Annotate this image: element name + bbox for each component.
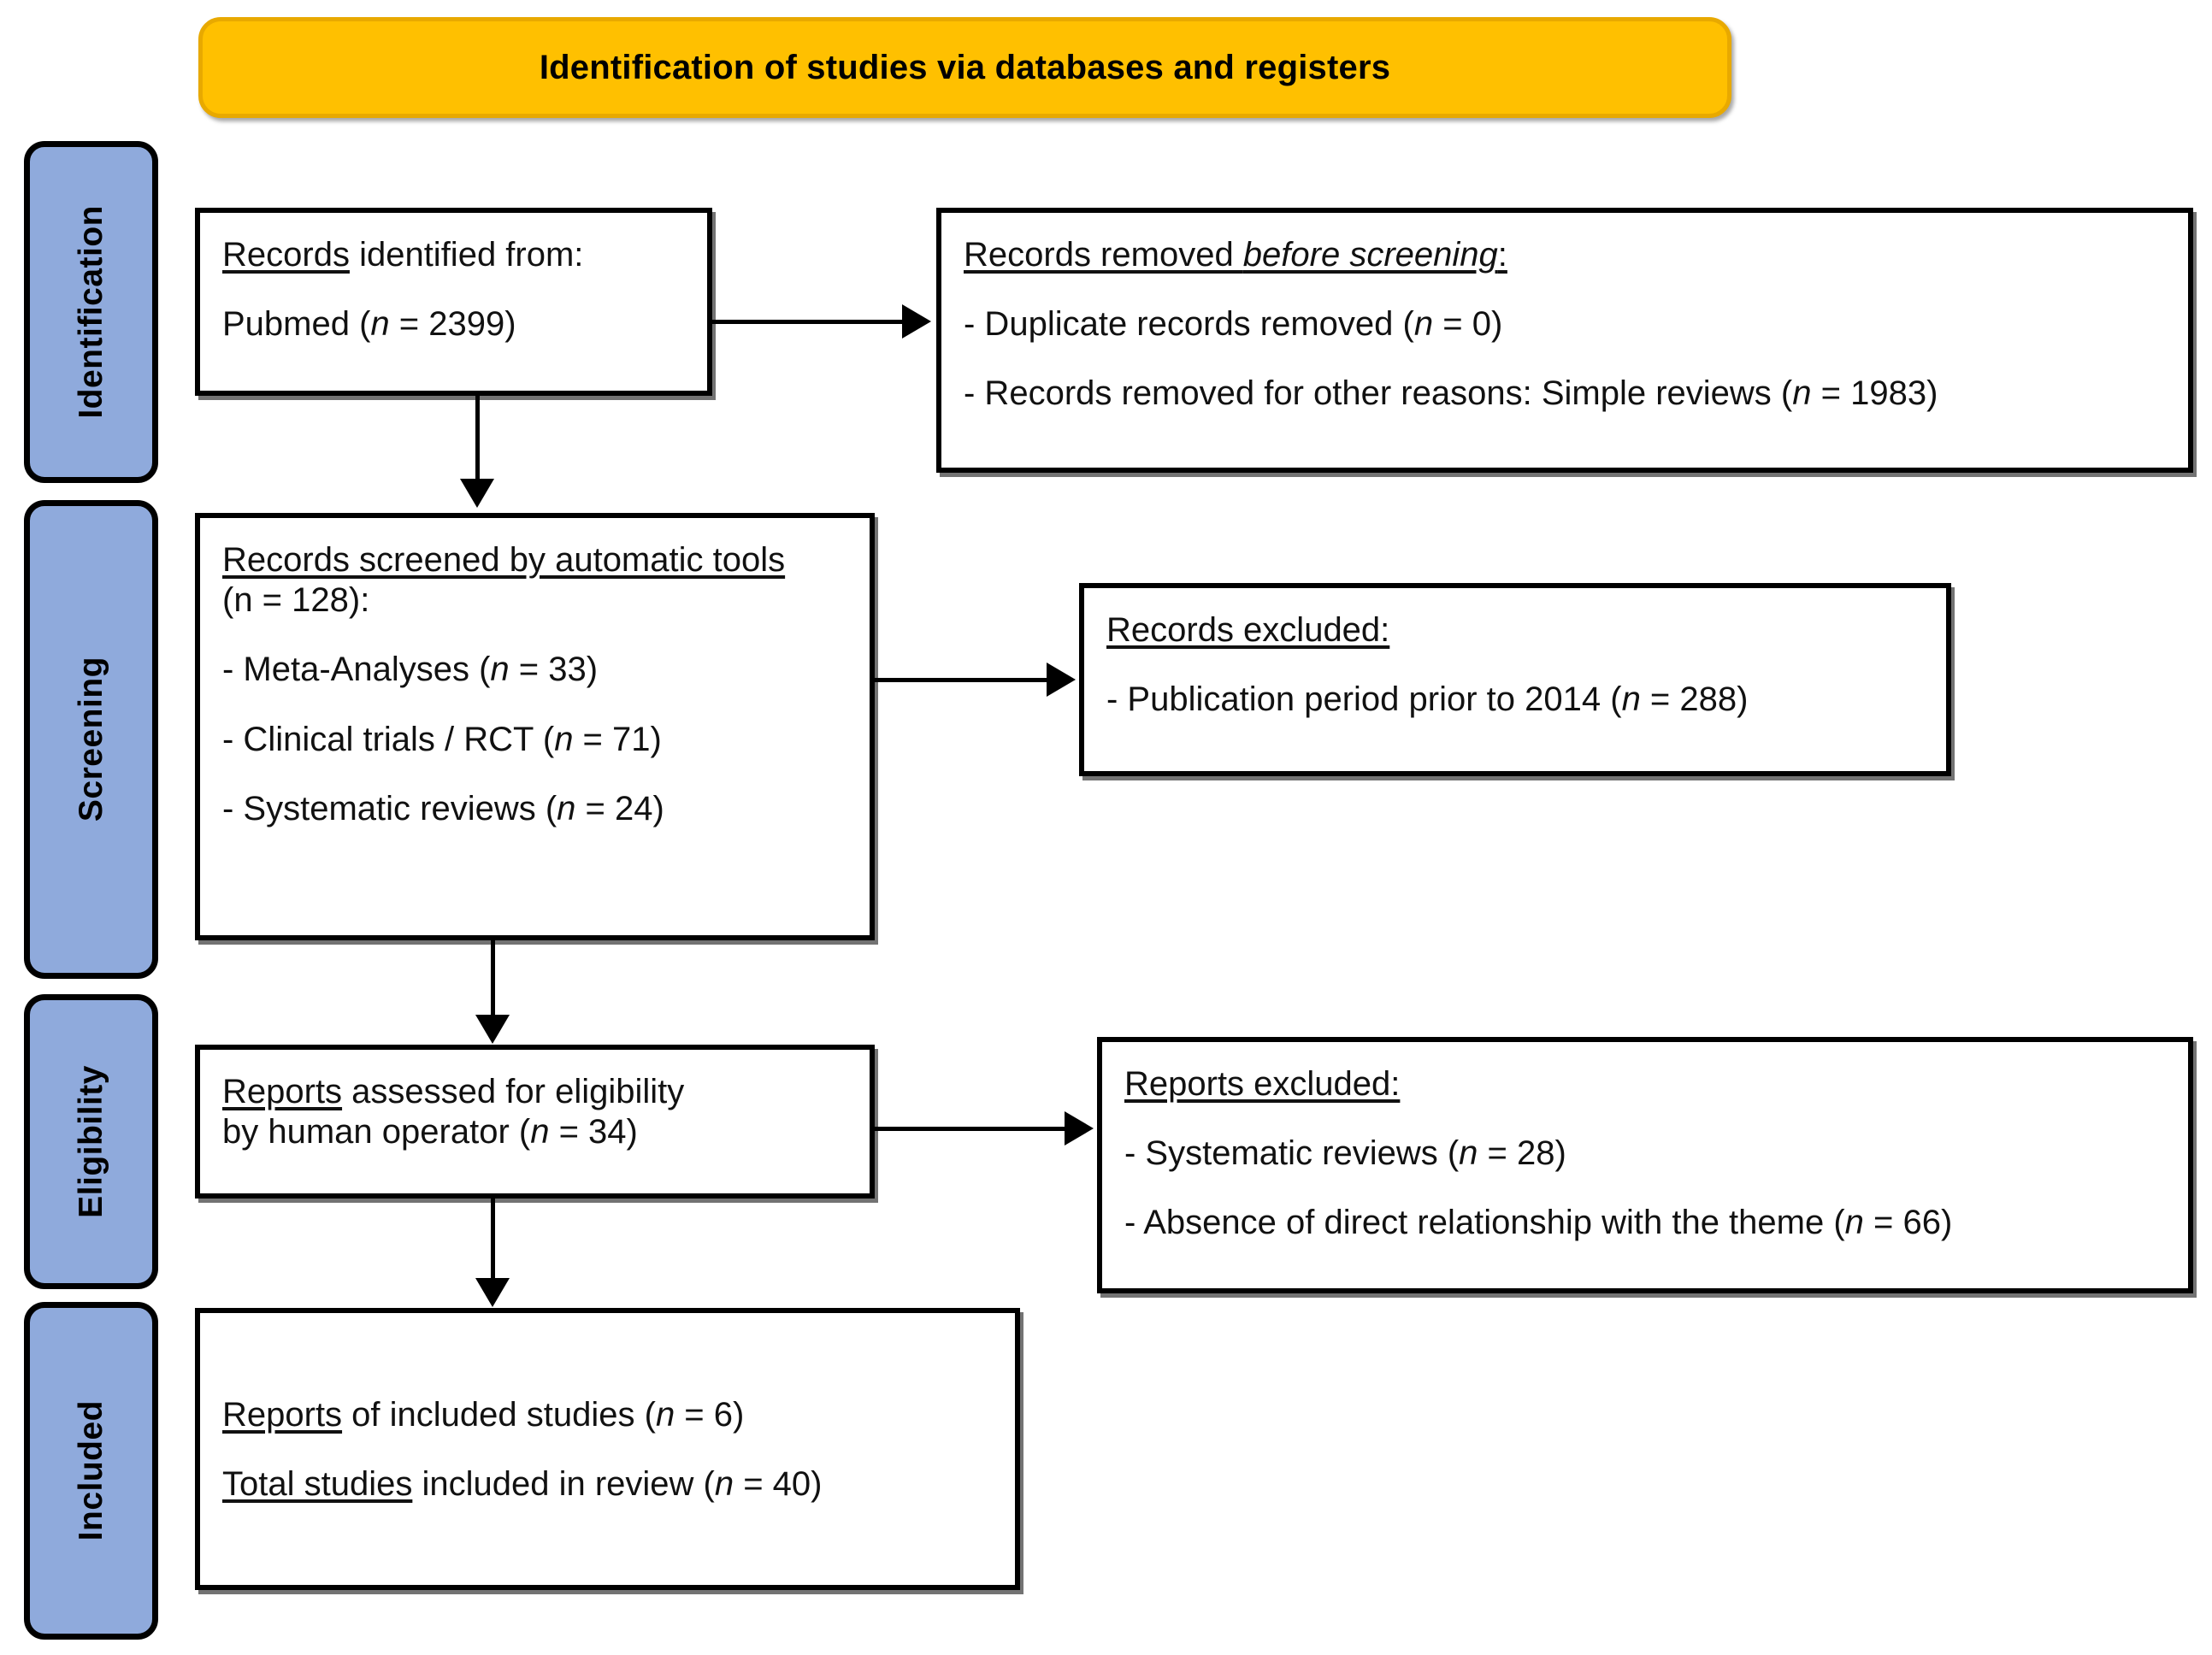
box-records-removed: Records removed before screening: - Dupl…: [936, 208, 2193, 473]
records-screened-item-meta-text: - Meta-Analyses (: [222, 651, 491, 689]
connector-identified-to-screened-arrow: [460, 479, 494, 508]
stage-chip-identification: Identification: [24, 141, 158, 483]
records-screened-item-rct-value: = 71): [573, 720, 662, 758]
included-studies-reports-value: = 6): [675, 1396, 745, 1434]
reports-assessed-heading-keyword: Reports: [222, 1073, 343, 1110]
records-screened-item-sysrev-text: - Systematic reviews (: [222, 789, 557, 828]
stage-label-eligibility: Eligibility: [72, 1065, 109, 1218]
box-included-studies: Reports of included studies (n = 6) Tota…: [195, 1308, 1020, 1590]
records-identified-source: Pubmed (n = 2399): [222, 304, 685, 345]
records-screened-item-rct-n: n: [554, 720, 574, 758]
records-screened-item-sysrev-value: = 24): [575, 789, 664, 828]
reports-assessed-line2-value: = 34): [549, 1113, 638, 1151]
records-identified-n-symbol: n: [370, 305, 390, 344]
diagram-title-banner: Identification of studies via databases …: [198, 17, 1731, 118]
box-records-excluded: Records excluded: - Publication period p…: [1079, 583, 1951, 776]
records-removed-heading-italic: before screening: [1242, 236, 1498, 274]
connector-identified-to-removed-line: [712, 320, 905, 324]
box-reports-excluded: Reports excluded: - Systematic reviews (…: [1097, 1037, 2193, 1293]
included-studies-reports-rest: of included studies (: [342, 1396, 656, 1434]
records-removed-heading-end: :: [1497, 236, 1507, 274]
connector-screened-to-assessed-arrow: [475, 1015, 510, 1044]
diagram-title: Identification of studies via databases …: [539, 48, 1391, 86]
records-removed-item-other-n: n: [1792, 374, 1812, 413]
records-screened-item-meta-n: n: [490, 651, 510, 689]
reports-assessed-heading-rest: assessed for eligibility: [342, 1073, 685, 1110]
included-studies-total: Total studies included in review (n = 40…: [222, 1464, 993, 1505]
reports-excluded-item-absence-n: n: [1844, 1204, 1864, 1242]
records-screened-item-sysrev-n: n: [557, 789, 576, 828]
records-screened-item-rct-text: - Clinical trials / RCT (: [222, 720, 555, 758]
reports-assessed-line2-text: by human operator (: [222, 1113, 531, 1151]
connector-assessed-to-included-arrow: [475, 1278, 510, 1307]
included-studies-total-keyword: Total studies: [222, 1465, 413, 1504]
connector-screened-to-excluded-arrow: [1047, 663, 1076, 697]
records-screened-item-rct: - Clinical trials / RCT (n = 71): [222, 720, 847, 760]
included-studies-total-value: = 40): [734, 1465, 823, 1504]
reports-excluded-heading: Reports excluded:: [1124, 1065, 1401, 1103]
records-excluded-heading: Records excluded:: [1106, 611, 1390, 649]
records-screened-item-sysrev: - Systematic reviews (n = 24): [222, 789, 847, 829]
included-studies-reports-keyword: Reports: [222, 1396, 343, 1434]
connector-assessed-to-reports-excluded-arrow: [1065, 1111, 1094, 1146]
reports-assessed-line2: by human operator (n = 34): [222, 1112, 847, 1152]
stage-label-screening: Screening: [72, 657, 109, 822]
records-screened-heading-keyword: Records screened by automatic tools: [222, 541, 786, 579]
records-identified-heading-rest: identified from:: [349, 236, 584, 274]
records-excluded-item-period-text: - Publication period prior to 2014 (: [1106, 680, 1622, 719]
stage-label-identification: Identification: [72, 205, 109, 419]
records-removed-item-duplicates: - Duplicate records removed (n = 0): [964, 304, 2166, 345]
records-removed-item-duplicates-text: - Duplicate records removed (: [964, 305, 1414, 344]
records-excluded-item-period-n: n: [1621, 680, 1641, 719]
reports-excluded-item-sysrev-text: - Systematic reviews (: [1124, 1134, 1460, 1173]
stage-chip-eligibility: Eligibility: [24, 994, 158, 1289]
connector-identified-to-removed-arrow: [902, 304, 931, 339]
connector-assessed-to-reports-excluded-line: [875, 1127, 1067, 1131]
included-studies-reports-n: n: [655, 1396, 675, 1434]
included-studies-reports: Reports of included studies (n = 6): [222, 1395, 993, 1435]
records-removed-item-duplicates-value: = 0): [1433, 305, 1503, 344]
reports-excluded-item-sysrev: - Systematic reviews (n = 28): [1124, 1134, 2166, 1174]
box-records-screened: Records screened by automatic tools (n =…: [195, 513, 875, 940]
stage-label-included: Included: [72, 1400, 109, 1541]
connector-screened-to-excluded-line: [875, 678, 1050, 682]
records-identified-heading: Records identified from:: [222, 235, 685, 275]
records-screened-item-meta-value: = 33): [509, 651, 599, 689]
reports-excluded-item-absence-text: - Absence of direct relationship with th…: [1124, 1204, 1845, 1242]
records-identified-n-value: = 2399): [389, 305, 516, 344]
connector-screened-to-assessed-line: [491, 940, 495, 1017]
records-removed-item-other-value: = 1983): [1811, 374, 1938, 413]
connector-identified-to-screened-line: [475, 396, 480, 481]
records-removed-heading-text: Records removed: [964, 236, 1243, 274]
included-studies-total-rest: included in review (: [412, 1465, 715, 1504]
records-excluded-item-period-value: = 288): [1640, 680, 1749, 719]
stage-chip-included: Included: [24, 1302, 158, 1640]
records-excluded-item-period: - Publication period prior to 2014 (n = …: [1106, 680, 1924, 720]
records-removed-item-other: - Records removed for other reasons: Sim…: [964, 374, 2166, 414]
reports-excluded-item-sysrev-n: n: [1459, 1134, 1478, 1173]
records-screened-heading-count: (n = 128):: [222, 581, 370, 620]
records-removed-item-duplicates-n: n: [1413, 305, 1434, 344]
box-records-identified: Records identified from: Pubmed (n = 239…: [195, 208, 712, 396]
records-removed-item-other-text: - Records removed for other reasons: Sim…: [964, 374, 1793, 413]
records-removed-heading: Records removed before screening:: [964, 235, 2166, 275]
records-identified-heading-keyword: Records: [222, 236, 350, 274]
stage-chip-screening: Screening: [24, 500, 158, 979]
records-screened-heading: Records screened by automatic tools (n =…: [222, 540, 821, 621]
records-screened-item-meta: - Meta-Analyses (n = 33): [222, 650, 847, 690]
records-identified-source-label: Pubmed (: [222, 305, 371, 344]
reports-excluded-item-absence-value: = 66): [1863, 1204, 1953, 1242]
connector-assessed-to-included-line: [491, 1199, 495, 1281]
reports-excluded-item-absence: - Absence of direct relationship with th…: [1124, 1203, 2166, 1243]
included-studies-total-n: n: [714, 1465, 734, 1504]
reports-excluded-item-sysrev-value: = 28): [1478, 1134, 1566, 1173]
reports-assessed-heading: Reports assessed for eligibility: [222, 1072, 847, 1112]
box-reports-assessed: Reports assessed for eligibility by huma…: [195, 1045, 875, 1199]
reports-assessed-line2-n: n: [530, 1113, 550, 1151]
